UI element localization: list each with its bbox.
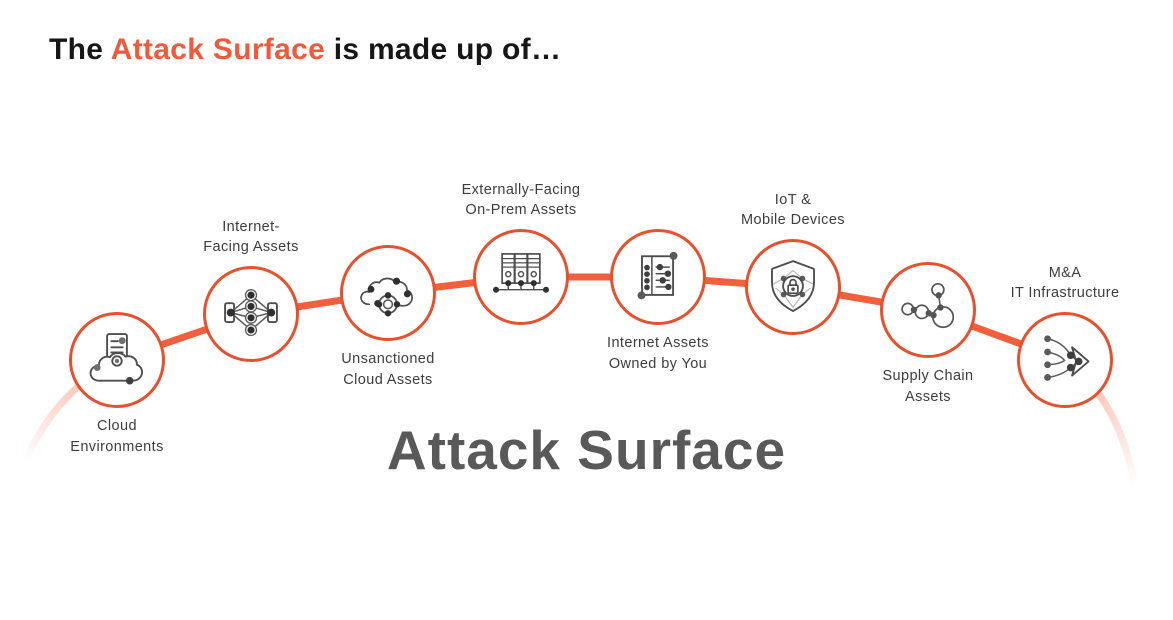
node-circle: [473, 229, 569, 325]
node-iot-mobile-devices: IoT & Mobile Devices: [741, 192, 845, 335]
node-circle: [610, 229, 706, 325]
node-circle: [1017, 312, 1113, 408]
page-title: The Attack Surface is made up of…: [49, 33, 561, 67]
node-label: Unsanctioned Cloud Assets: [341, 351, 435, 388]
asset-list-icon: [637, 251, 678, 300]
node-label: Supply Chain Assets: [882, 368, 974, 405]
node-cloud-environments: Cloud Environments: [69, 312, 165, 455]
title-suffix: is made up of…: [325, 33, 562, 66]
node-externally-facing-on-prem-assets: Externally-Facing On-Prem Assets: [462, 182, 580, 325]
node-label: Externally-Facing On-Prem Assets: [461, 181, 581, 219]
node-label: Internet Assets Owned by You: [607, 335, 709, 372]
server-racks-icon: [492, 253, 550, 293]
network-mesh-icon: [224, 289, 278, 337]
node-supply-chain-assets: Supply Chain Assets: [880, 262, 976, 405]
cloud-nodes-icon: [360, 277, 413, 317]
node-circle: [880, 262, 976, 358]
node-unsanctioned-cloud-assets: Unsanctioned Cloud Assets: [340, 245, 436, 388]
merge-arrow-icon: [1044, 335, 1090, 381]
cloud-server-icon: [89, 333, 143, 385]
node-label: Cloud Environments: [70, 418, 164, 455]
node-label: M&A IT Infrastructure: [1010, 264, 1120, 302]
title-prefix: The: [49, 33, 111, 66]
node-circle: [745, 239, 841, 335]
node-circle: [69, 312, 165, 408]
shield-lock-icon: [771, 260, 815, 312]
center-title: Attack Surface: [386, 419, 787, 481]
node-internet-assets-owned-by-you: Internet Assets Owned by You: [607, 229, 709, 372]
node-circle: [203, 266, 299, 362]
node-internet-facing-assets: Internet- Facing Assets: [203, 219, 299, 362]
supply-chain-icon: [901, 282, 955, 329]
node-label: IoT & Mobile Devices: [741, 191, 845, 229]
node-label: Internet- Facing Assets: [203, 218, 299, 256]
node-ma-it-infrastructure: M&A IT Infrastructure: [1011, 265, 1119, 408]
title-highlight: Attack Surface: [110, 33, 326, 66]
node-circle: [340, 245, 436, 341]
